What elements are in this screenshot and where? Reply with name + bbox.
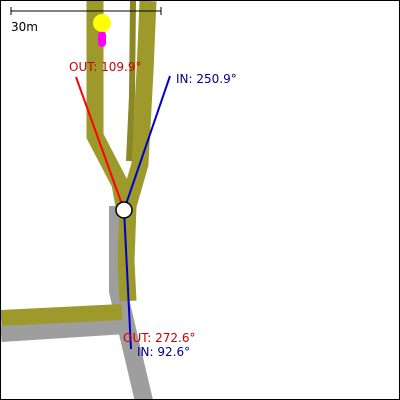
junction-node[interactable]	[115, 201, 133, 219]
direction-rays	[75, 75, 171, 350]
road-olive-left-branch	[86, 1, 133, 208]
out-label-bottom: OUT: 272.6°	[123, 331, 195, 345]
out-label-top: OUT: 109.9°	[69, 60, 141, 74]
marker-tail	[98, 31, 106, 47]
out-ray-top	[75, 76, 125, 211]
marker-head	[93, 14, 111, 32]
scale-bar-label: 30m	[11, 20, 38, 34]
in-ray-top	[123, 75, 171, 211]
in-ray-bottom	[123, 209, 132, 350]
position-marker[interactable]	[93, 14, 111, 47]
in-label-top: IN: 250.9°	[176, 72, 237, 86]
road-gray-vertical	[109, 206, 153, 399]
road-olive-inner-branch	[126, 1, 136, 162]
road-layer	[1, 1, 157, 399]
road-olive-horizontal	[1, 304, 123, 326]
scale-bar: 30m	[10, 7, 162, 34]
road-gray-horizontal	[1, 318, 127, 342]
in-label-bottom: IN: 92.6°	[137, 345, 190, 359]
